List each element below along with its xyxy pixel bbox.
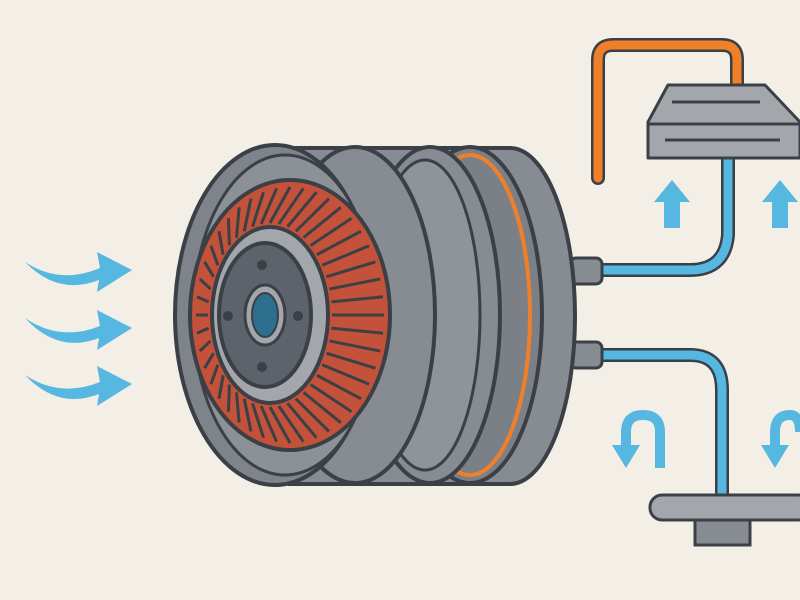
coil-winding — [331, 295, 384, 304]
coil-winding — [316, 229, 362, 257]
airflow-arrow-icon — [25, 252, 132, 292]
coil-winding — [198, 277, 212, 291]
coil-winding — [242, 198, 253, 232]
coil-winding — [242, 398, 253, 432]
coil-winding — [198, 339, 212, 353]
coil-winding — [209, 245, 220, 266]
coil-winding — [321, 363, 370, 386]
coil-winding — [294, 197, 331, 233]
base-plate — [648, 493, 800, 547]
up-arrow-icon — [762, 180, 798, 228]
coil-winding — [302, 206, 342, 239]
coil-winding — [268, 186, 292, 224]
coil-winding — [286, 191, 318, 228]
coil-winding — [286, 402, 318, 439]
coil-winding — [234, 207, 241, 238]
coil-winding — [251, 191, 265, 228]
coil-winding — [268, 406, 292, 444]
bolt — [257, 260, 267, 270]
coil-winding — [203, 352, 215, 369]
airflow-arrows — [25, 252, 132, 406]
coil-winding — [309, 383, 353, 413]
coil-winding — [309, 217, 353, 247]
coil-winding — [217, 374, 225, 400]
coil-winding — [329, 339, 381, 353]
bolt — [223, 311, 233, 321]
airflow-arrow-icon — [25, 366, 132, 406]
coil-winding — [234, 392, 241, 423]
coil-winding — [226, 384, 231, 412]
coil-winding — [217, 230, 225, 256]
coil-winding — [294, 397, 331, 433]
coil-winding — [329, 277, 381, 291]
bolt — [293, 311, 303, 321]
shaft-center — [251, 292, 279, 338]
coil-winding — [226, 218, 231, 246]
coil-winding — [302, 391, 342, 424]
u-turn-arrow-icon — [770, 409, 800, 445]
heat-exchanger — [646, 83, 800, 160]
motor — [173, 143, 577, 487]
coolant-pipes — [578, 38, 744, 507]
coil-winding — [277, 187, 305, 225]
coil-winding — [321, 244, 370, 267]
coil-winding — [209, 364, 220, 385]
up-arrow-icon — [654, 180, 690, 228]
coil-winding — [331, 326, 384, 335]
coil-winding — [251, 402, 265, 439]
coil-winding — [316, 373, 362, 401]
coil-winding — [325, 260, 376, 279]
airflow-arrow-icon — [25, 310, 132, 350]
coil-winding — [203, 261, 215, 278]
bolt — [257, 362, 267, 372]
coil-winding — [259, 405, 278, 443]
coil-winding — [196, 295, 210, 304]
coil-windings — [196, 186, 384, 444]
coil-winding — [259, 187, 278, 225]
coil-winding — [277, 405, 305, 443]
u-turn-arrow-icon — [621, 409, 665, 468]
coil-winding — [325, 351, 376, 370]
coil-winding — [196, 326, 210, 335]
